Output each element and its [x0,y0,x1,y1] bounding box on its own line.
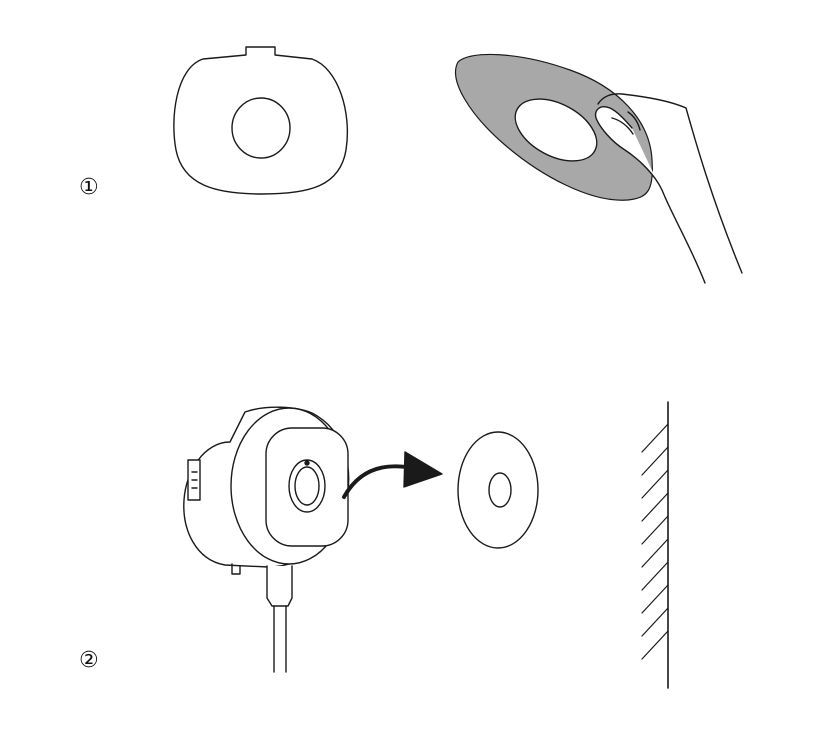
adhesive-peel-illustration [455,53,743,284]
adhesive-pad-flat [173,46,349,195]
camera-device [183,406,350,673]
adhesive-backing-hole [514,98,598,162]
camera-indicator-dot [304,460,310,466]
camera-button [231,563,241,575]
finger-crease [627,111,641,131]
thumb-crease [611,117,634,135]
camera-lens-ring [288,459,326,513]
power-cable [273,605,287,673]
cable-connector [266,565,293,607]
step-number-2: ② [79,648,99,673]
sd-slot-detail [191,471,198,489]
camera-lens [294,466,320,506]
magnetic-mount-disc [457,431,539,549]
hand-outline [594,106,706,284]
direction-arrow [342,451,443,499]
hand-back-outline [597,93,743,274]
camera-front-panel [265,427,349,547]
adhesive-pad-center-hole [231,97,291,159]
arrow-head [403,451,443,488]
wall-hatching [641,423,669,660]
wall [641,401,669,689]
step-number-1: ① [79,175,99,200]
mount-center-hole [488,472,512,508]
